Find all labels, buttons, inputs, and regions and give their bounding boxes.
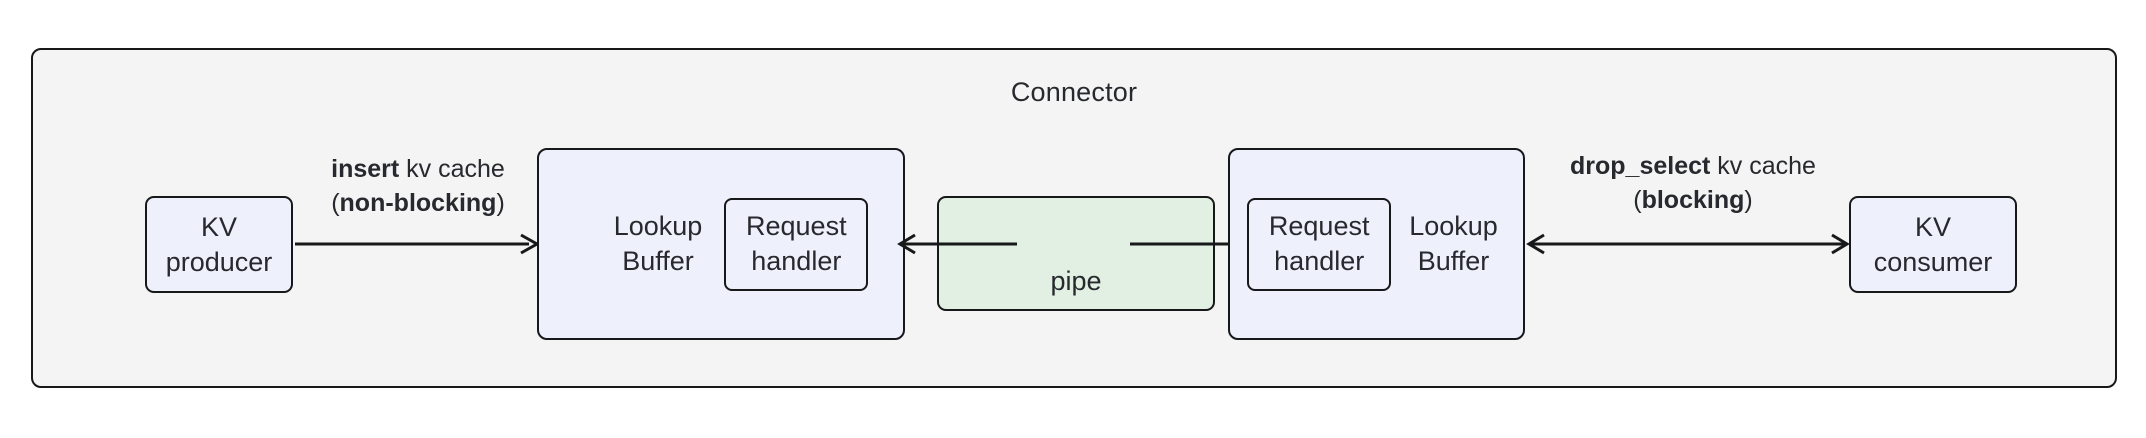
edge-label-drop-bold: drop_select: [1570, 152, 1711, 180]
edge-label-drop-line2: (blocking): [1538, 184, 1848, 218]
arrow-pipe-to-left-buffer: [897, 232, 1017, 256]
node-pipe-label: pipe: [1050, 266, 1102, 296]
edge-label-drop-bold2: blocking: [1641, 185, 1745, 214]
node-kv-producer-label: KV producer: [165, 211, 273, 277]
edge-label-drop-close-paren: ): [1744, 185, 1753, 214]
node-lookup-buffer-left-label: Lookup Buffer: [613, 211, 703, 276]
lookup-buffer-right-content: Request handler Lookup Buffer: [1230, 150, 1523, 338]
edge-label-insert-close-paren: ): [496, 188, 505, 217]
lookup-buffer-left-content: Lookup Buffer Request handler: [539, 150, 903, 338]
edge-label-insert: insert kv cache (non-blocking): [296, 153, 540, 221]
node-pipe[interactable]: pipe: [937, 196, 1215, 311]
edge-label-insert-bold2: non-blocking: [339, 188, 497, 217]
node-kv-consumer-label: KV consumer: [1873, 211, 1993, 277]
node-kv-producer[interactable]: KV producer: [145, 196, 293, 293]
node-lookup-buffer-right[interactable]: Request handler Lookup Buffer: [1228, 148, 1525, 340]
edge-label-insert-bold: insert: [331, 155, 400, 183]
edge-label-insert-line2: (non-blocking): [296, 187, 540, 221]
edge-label-drop-plain: kv cache: [1710, 152, 1816, 180]
arrow-buffer-to-consumer-bidirectional: [1526, 232, 1850, 256]
node-kv-consumer[interactable]: KV consumer: [1849, 196, 2017, 293]
arrow-producer-to-lookup-buffer: [295, 232, 541, 256]
edge-label-insert-line1: insert kv cache: [296, 153, 540, 187]
edge-label-insert-open-paren: (: [331, 188, 340, 217]
connector-title: Connector: [1010, 77, 1138, 107]
edge-label-drop-line1: drop_select kv cache: [1538, 150, 1848, 184]
edge-label-insert-plain: kv cache: [399, 155, 505, 183]
node-lookup-buffer-left[interactable]: Lookup Buffer Request handler: [537, 148, 905, 340]
edge-label-drop-select: drop_select kv cache (blocking): [1538, 150, 1848, 218]
node-request-handler-left[interactable]: Request handler: [724, 197, 869, 291]
node-request-handler-right[interactable]: Request handler: [1247, 197, 1392, 291]
node-lookup-buffer-right-label: Lookup Buffer: [1409, 211, 1498, 276]
edge-label-drop-open-paren: (: [1633, 185, 1642, 214]
